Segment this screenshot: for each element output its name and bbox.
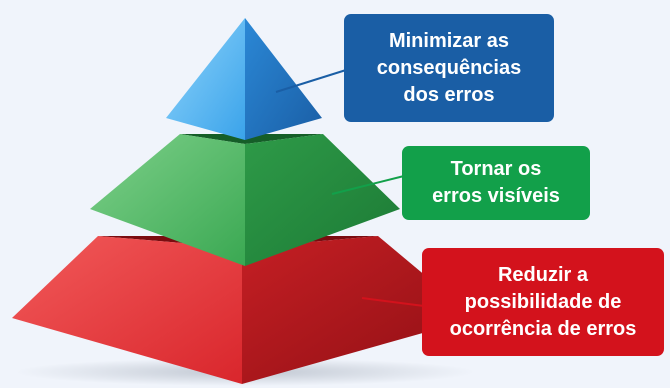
label-middle-line-1: Tornar os <box>450 158 542 180</box>
tier-middle-left-face <box>90 134 245 266</box>
label-middle-line-2: erros visíveis <box>432 185 560 207</box>
connector-top <box>275 69 347 93</box>
label-box-middle: Tornar os erros visíveis <box>402 146 590 220</box>
tier-top-left-face <box>166 18 245 140</box>
tier-bottom-left-face <box>12 236 242 384</box>
label-bottom-line-3: ocorrência de erros <box>449 317 637 340</box>
label-text-bottom: Reduzir a possibilidade de ocorrência de… <box>450 262 637 343</box>
label-top-line-3: dos erros <box>403 83 495 106</box>
pyramid-tier-middle <box>90 134 400 266</box>
tier-middle-right-face <box>245 134 400 266</box>
label-bottom-line-2: possibilidade de <box>464 290 622 313</box>
label-text-middle: Tornar os erros visíveis <box>432 156 560 210</box>
label-top-line-1: Minimizar as <box>388 29 510 52</box>
connector-bottom <box>361 297 425 307</box>
connector-middle <box>331 175 405 195</box>
tier-middle-top-face <box>180 134 323 144</box>
label-bottom-line-1: Reduzir a <box>497 263 589 286</box>
tier-top-right-face <box>245 18 322 140</box>
pyramid-tier-bottom <box>12 236 476 384</box>
pyramid-tier-top <box>166 18 322 140</box>
label-box-bottom: Reduzir a possibilidade de ocorrência de… <box>422 248 664 356</box>
label-box-top: Minimizar as consequências dos erros <box>344 14 554 122</box>
label-top-line-2: consequências <box>376 56 522 79</box>
label-text-top: Minimizar as consequências dos erros <box>377 28 522 109</box>
tier-bottom-right-face <box>242 236 476 384</box>
